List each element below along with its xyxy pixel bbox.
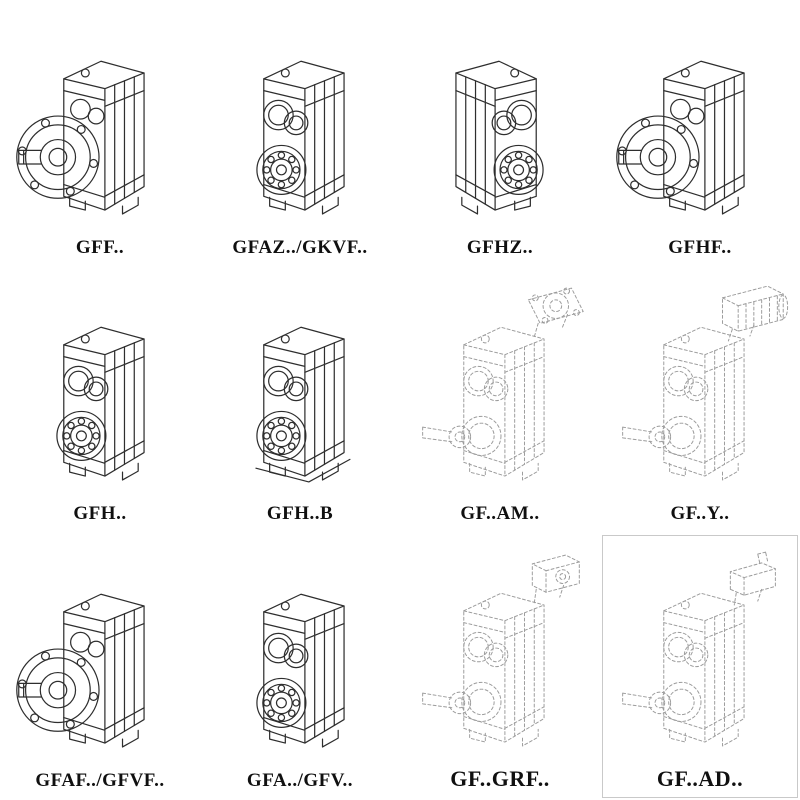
catalog-cell-gf-am: GF..AM.. (400, 267, 600, 534)
catalog-cell-gf-y: GF..Y.. (600, 267, 800, 534)
gearbox-flange-drawing (600, 0, 800, 238)
model-label: GF..AM.. (460, 503, 540, 525)
model-label: GFHF.. (668, 236, 732, 258)
gearbox-bearing-mirrored-drawing (400, 0, 600, 238)
model-label: GFHZ.. (466, 236, 534, 258)
model-label: GFAF../GFVF.. (35, 769, 165, 791)
catalog-cell-gfa-gfv: GFA../GFV.. (200, 533, 400, 800)
model-label: GFAZ../GKVF.. (232, 236, 368, 258)
gearbox-input-adapter-drawing (600, 533, 800, 768)
catalog-cell-gfhz: GFHZ.. (400, 0, 600, 267)
gearbox-input-flange-drawing (400, 267, 600, 505)
gearbox-bearing-base-drawing (200, 267, 400, 505)
model-label: GFF.. (75, 236, 125, 258)
gearbox-flange-drawing (0, 0, 200, 238)
catalog-cell-gfaf-gfvf: GFAF../GFVF.. (0, 533, 200, 800)
catalog-cell-gfh-b: GFH..B (200, 267, 400, 534)
catalog-cell-gfh: GFH.. (0, 267, 200, 534)
catalog-cell-gf-ad: GF..AD.. (600, 533, 800, 800)
gearbox-bearing-drawing (0, 267, 200, 505)
catalog-cell-gff: GFF.. (0, 0, 200, 267)
gearbox-bearing-drawing (200, 533, 400, 771)
model-label: GF..Y.. (670, 503, 730, 525)
catalog-cell-gf-grf: GF..GRF.. (400, 533, 600, 800)
gearbox-flange-drawing (0, 533, 200, 771)
model-label: GF..GRF.. (450, 765, 550, 791)
gearbox-input-box-drawing (400, 533, 600, 768)
gearbox-bearing-drawing (200, 0, 400, 238)
gearbox-motor-drawing (600, 267, 800, 505)
catalog-cell-gfaz-gkvf: GFAZ../GKVF.. (200, 0, 400, 267)
model-label: GFH.. (73, 503, 127, 525)
model-label: GF..AD.. (656, 765, 744, 791)
model-label: GFH..B (266, 503, 334, 525)
catalog-cell-gfhf: GFHF.. (600, 0, 800, 267)
model-label: GFA../GFV.. (246, 769, 354, 791)
